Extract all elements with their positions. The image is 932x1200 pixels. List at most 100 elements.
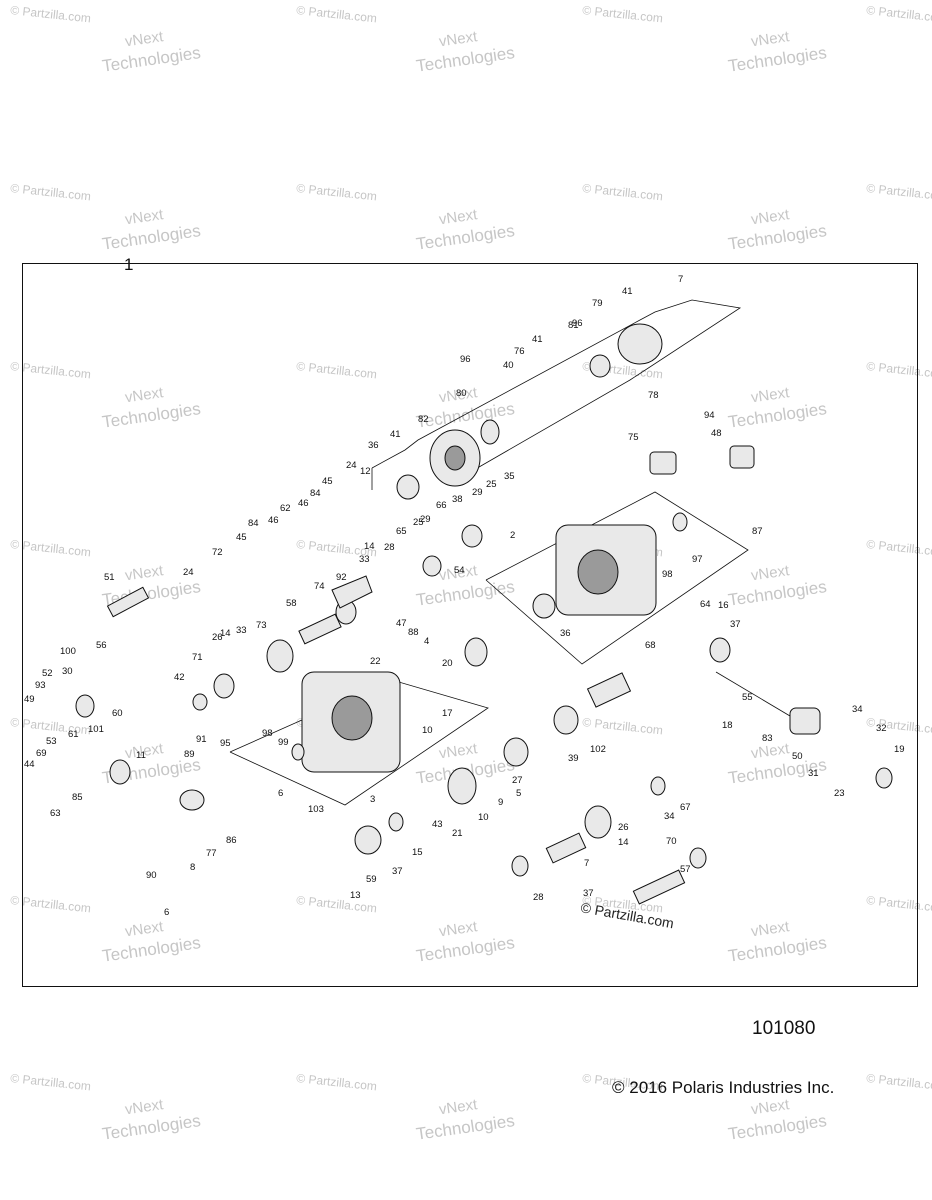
callout-71: 71	[192, 652, 203, 663]
shaft-58	[298, 613, 342, 645]
assembly-number: 1	[124, 255, 134, 274]
callout-12: 12	[360, 466, 371, 477]
callout-38: 38	[452, 494, 463, 505]
callout-84: 84	[310, 488, 321, 499]
callout-41: 41	[622, 286, 633, 297]
callout-37: 37	[392, 866, 403, 877]
gear-93	[75, 694, 95, 718]
callout-13: 13	[350, 890, 361, 901]
callout-55: 55	[742, 692, 753, 703]
callout-10: 10	[478, 812, 489, 823]
callout-25: 25	[486, 479, 497, 490]
callout-14: 14	[364, 541, 375, 552]
callout-10: 10	[422, 725, 433, 736]
callout-7: 7	[678, 274, 683, 285]
callout-17: 17	[442, 708, 453, 719]
bearing-43	[689, 847, 707, 869]
watermark-brand: vNext	[750, 918, 791, 940]
callout-45: 45	[322, 476, 333, 487]
callout-31: 31	[808, 768, 819, 779]
disc-59	[354, 825, 382, 855]
callout-22: 22	[370, 656, 381, 667]
callout-24: 24	[346, 460, 357, 471]
watermark-brand: vNext	[438, 740, 479, 762]
bracket-75	[649, 451, 677, 475]
cover-79	[617, 323, 663, 365]
plate-89	[503, 737, 529, 767]
callout-35: 35	[504, 471, 515, 482]
callout-92: 92	[336, 572, 347, 583]
watermark-brand: vNext	[124, 740, 165, 762]
watermark-brand: vNext	[438, 384, 479, 406]
callout-100: 100	[60, 646, 76, 657]
callout-30: 30	[62, 666, 73, 677]
callout-62: 62	[280, 503, 291, 514]
callout-27: 27	[512, 775, 523, 786]
callout-37: 37	[583, 888, 594, 899]
watermark-brand: vNext	[438, 1096, 479, 1118]
callout-32: 32	[876, 723, 887, 734]
watermark-brand: vNext	[124, 562, 165, 584]
callout-2: 2	[510, 530, 515, 541]
callout-6: 6	[278, 788, 283, 799]
callout-29: 29	[472, 487, 483, 498]
callout-37: 37	[730, 619, 741, 630]
callout-41: 41	[532, 334, 543, 345]
watermark-brand: vNext	[750, 384, 791, 406]
callout-65: 65	[396, 526, 407, 537]
callout-56: 56	[96, 640, 107, 651]
gear-66	[461, 524, 483, 548]
callout-89: 89	[184, 749, 195, 760]
diagram-id: 101080	[752, 1018, 816, 1039]
callout-49: 49	[24, 694, 35, 705]
callout-98: 98	[662, 569, 673, 580]
gear-68	[709, 637, 731, 663]
callout-33: 33	[359, 554, 370, 565]
group-outlines	[229, 299, 749, 806]
bearing-81	[589, 354, 611, 378]
callout-3: 3	[370, 794, 375, 805]
callout-6: 6	[164, 907, 169, 918]
callout-19: 19	[894, 744, 905, 755]
watermark-brand: vNext	[438, 918, 479, 940]
shaft-83	[586, 672, 632, 708]
gear-70	[584, 805, 612, 839]
bearing-34	[650, 776, 666, 796]
callout-14: 14	[220, 628, 231, 639]
callout-98: 98	[262, 728, 273, 739]
callout-88: 88	[408, 627, 419, 638]
flange-102	[875, 767, 893, 789]
callout-63: 63	[50, 808, 61, 819]
gear-80	[480, 419, 500, 445]
watermark-brand: vNext	[124, 384, 165, 406]
bearing-37	[511, 855, 529, 877]
watermark-brand: vNext	[124, 918, 165, 940]
shaft-57	[545, 832, 587, 864]
callout-5: 5	[516, 788, 521, 799]
callout-59: 59	[366, 874, 377, 885]
callout-102: 102	[590, 744, 606, 755]
callout-4: 4	[424, 636, 429, 647]
callout-16: 16	[718, 600, 729, 611]
plate-77	[179, 789, 205, 811]
callout-86: 86	[226, 835, 237, 846]
bracket-91	[109, 759, 131, 785]
callout-42: 42	[174, 672, 185, 683]
callout-41: 41	[390, 429, 401, 440]
callout-29: 29	[420, 514, 431, 525]
callout-33: 33	[236, 625, 247, 636]
callout-18: 18	[722, 720, 733, 731]
callout-70: 70	[666, 836, 677, 847]
callout-53: 53	[46, 736, 57, 747]
callout-72: 72	[212, 547, 223, 558]
bearing-36b	[532, 593, 556, 619]
callout-25: 25	[413, 517, 424, 528]
callout-20: 20	[442, 658, 453, 669]
sleeve-50	[789, 707, 821, 735]
callout-69: 69	[36, 748, 47, 759]
watermark-brand: vNext	[124, 28, 165, 50]
callout-28: 28	[384, 542, 395, 553]
callout-80: 80	[456, 388, 467, 399]
bearing-39	[553, 705, 579, 735]
ring-64	[464, 637, 488, 667]
